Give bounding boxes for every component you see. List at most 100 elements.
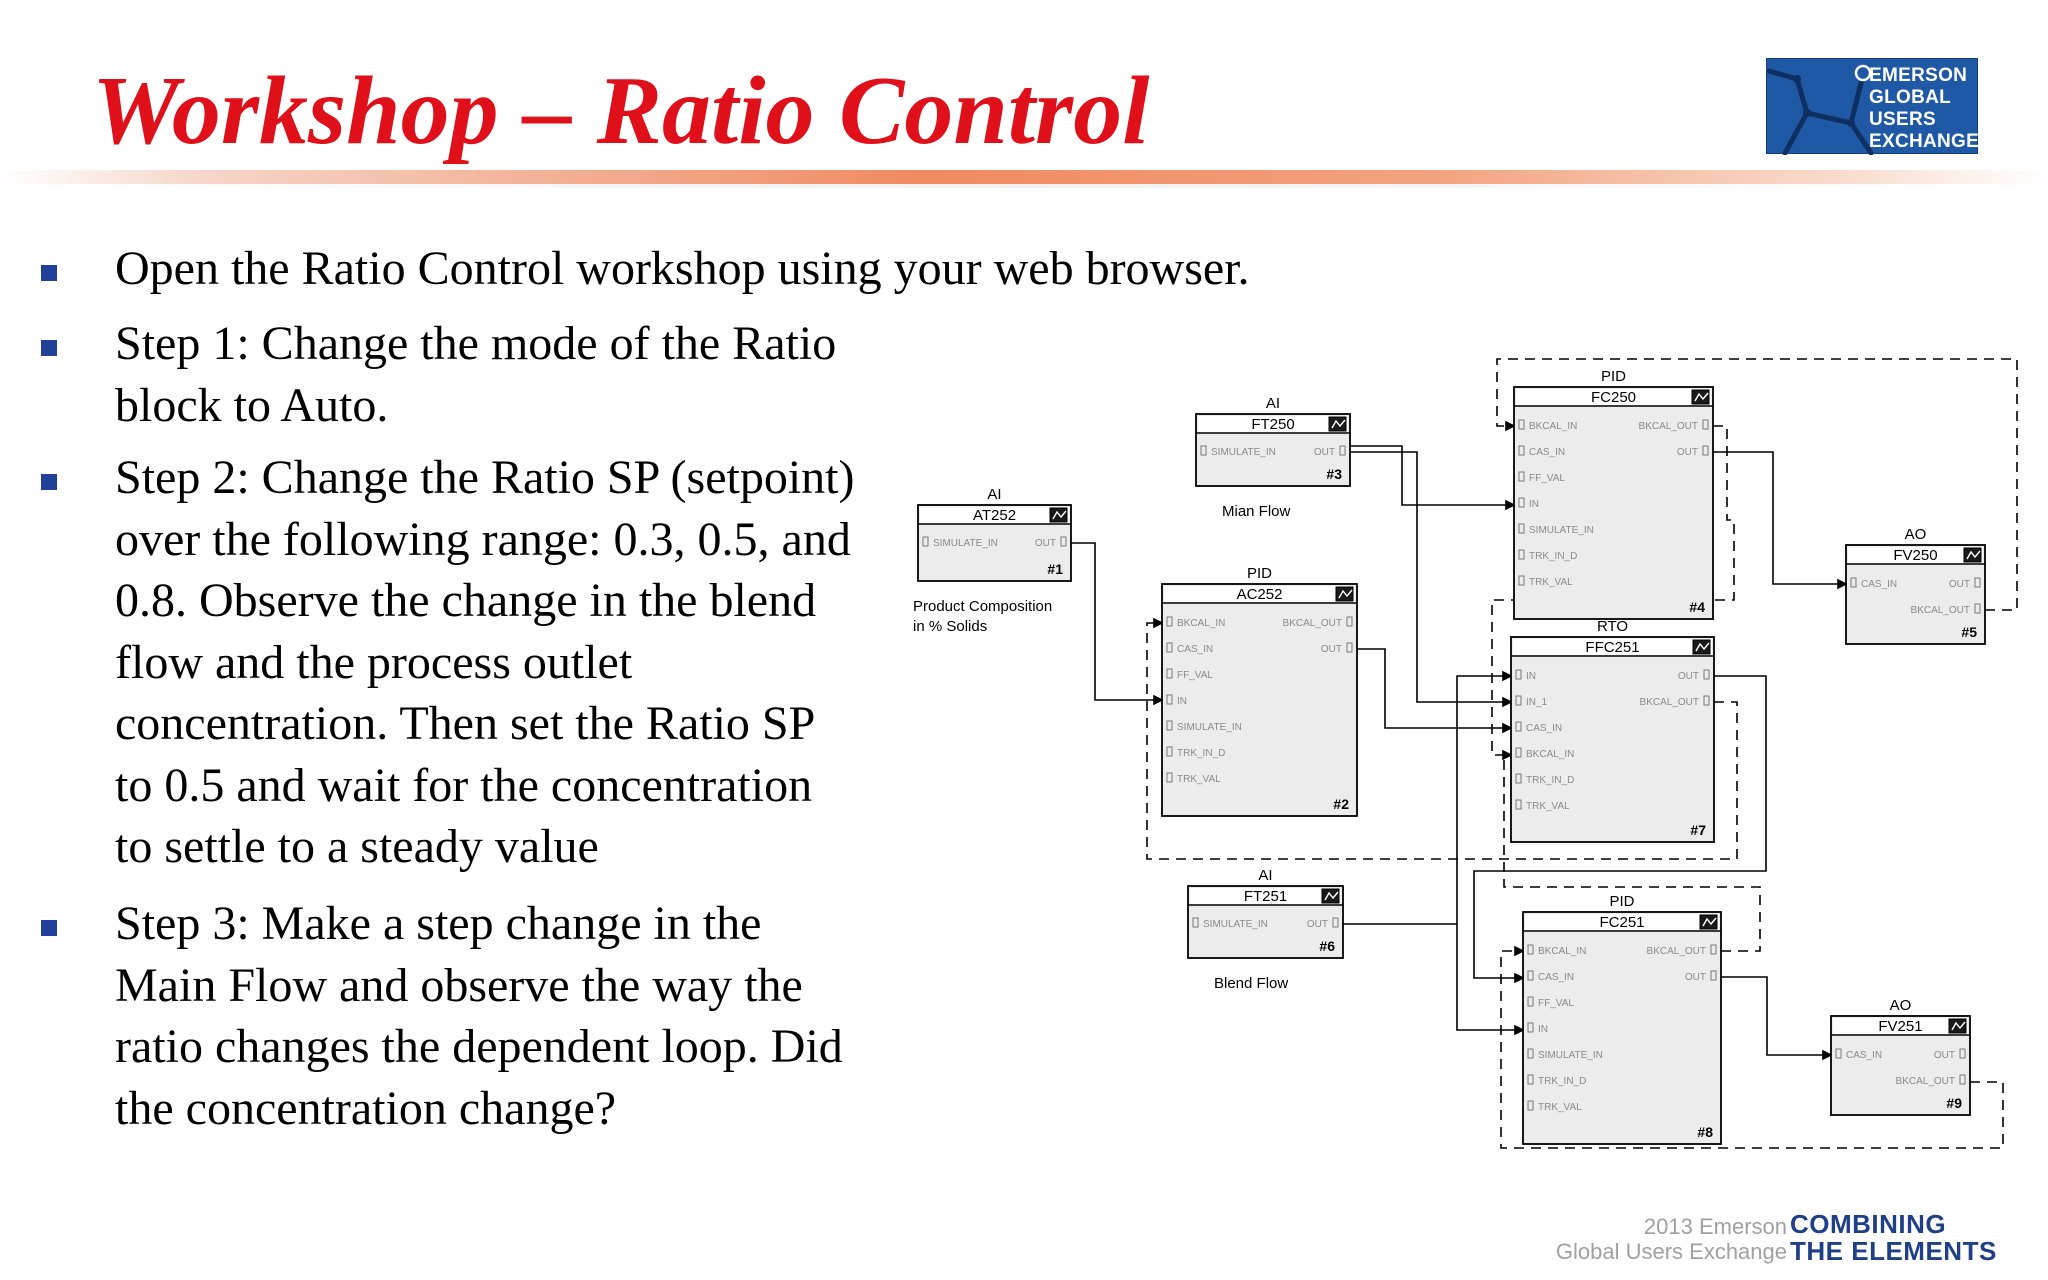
pin-trk-val[interactable]: TRK_VAL xyxy=(1526,801,1570,812)
pin-marker xyxy=(1192,917,1199,928)
feedback-wire xyxy=(1500,950,2004,1149)
pin-trk-in-d[interactable]: TRK_IN_D xyxy=(1538,1076,1586,1087)
pin-simulate-in[interactable]: SIMULATE_IN xyxy=(1177,722,1242,733)
pin-bkcal-out[interactable]: BKCAL_OUT xyxy=(1896,1076,1955,1087)
pin-trk-val[interactable]: TRK_VAL xyxy=(1538,1102,1582,1113)
pin-marker xyxy=(1166,772,1173,783)
pin-bkcal-in[interactable]: BKCAL_IN xyxy=(1177,618,1225,629)
block-number: #3 xyxy=(1326,466,1342,482)
pin-marker xyxy=(1518,419,1525,430)
pin-bkcal-out[interactable]: BKCAL_OUT xyxy=(1640,697,1699,708)
block-body xyxy=(1513,386,1714,620)
pin-simulate-in[interactable]: SIMULATE_IN xyxy=(1203,919,1268,930)
pin-out[interactable]: OUT xyxy=(1314,447,1335,458)
pin-out[interactable]: OUT xyxy=(1321,644,1342,655)
block-fc251[interactable]: PIDFC251BKCAL_INCAS_INFF_VALINSIMULATE_I… xyxy=(1522,893,1722,1145)
wire xyxy=(1071,542,1162,701)
pin-simulate-in[interactable]: SIMULATE_IN xyxy=(1538,1050,1603,1061)
block-name: FV251 xyxy=(1878,1018,1922,1035)
pin-bkcal-out[interactable]: BKCAL_OUT xyxy=(1911,605,1970,616)
block-type-label: AI xyxy=(987,486,1001,503)
pin-out[interactable]: OUT xyxy=(1307,919,1328,930)
bullet-line: over the following range: 0.3, 0.5, and xyxy=(115,512,851,566)
logo-line: EXCHANGE xyxy=(1869,131,1980,152)
pin-out[interactable]: OUT xyxy=(1677,447,1698,458)
block-ffc251[interactable]: RTOFFC251ININ_1CAS_INBKCAL_INTRK_IN_DTRK… xyxy=(1510,618,1715,843)
feedback-wire xyxy=(1491,425,1735,756)
block-type-label: RTO xyxy=(1597,618,1628,635)
pin-ff-val[interactable]: FF_VAL xyxy=(1177,670,1213,681)
block-fc250[interactable]: PIDFC250BKCAL_INCAS_INFF_VALINSIMULATE_I… xyxy=(1513,368,1714,620)
pin-trk-in-d[interactable]: TRK_IN_D xyxy=(1526,775,1574,786)
wire xyxy=(1357,648,1511,729)
pin-simulate-in[interactable]: SIMULATE_IN xyxy=(933,538,998,549)
pin-simulate-in[interactable]: SIMULATE_IN xyxy=(1211,447,1276,458)
arrowhead xyxy=(1514,1024,1525,1036)
pin-cas-in[interactable]: CAS_IN xyxy=(1177,644,1213,655)
pin-ff-val[interactable]: FF_VAL xyxy=(1529,473,1565,484)
pin-bkcal-in[interactable]: BKCAL_IN xyxy=(1538,946,1586,957)
block-caption: Product Composition xyxy=(913,598,1052,615)
pin-bkcal-in[interactable]: BKCAL_IN xyxy=(1529,421,1577,432)
block-ac252[interactable]: PIDAC252BKCAL_INCAS_INFF_VALINSIMULATE_I… xyxy=(1161,565,1358,817)
bullet-marker xyxy=(41,340,57,356)
pin-simulate-in[interactable]: SIMULATE_IN xyxy=(1529,525,1594,536)
feedback-wire xyxy=(1496,358,2018,611)
pin-bkcal-out[interactable]: BKCAL_OUT xyxy=(1283,618,1342,629)
block-type-label: AI xyxy=(1258,867,1272,884)
pin-marker xyxy=(1060,536,1067,547)
pin-in[interactable]: IN xyxy=(1177,696,1187,707)
wires xyxy=(1071,445,1846,1056)
pin-marker xyxy=(1166,694,1173,705)
block-number: #4 xyxy=(1689,599,1705,615)
pin-cas-in[interactable]: CAS_IN xyxy=(1861,579,1897,590)
ratio-icon xyxy=(1692,639,1711,655)
bullet-line: 0.8. Observe the change in the blend xyxy=(115,574,817,627)
pid-icon xyxy=(1691,389,1710,405)
pin-trk-in-d[interactable]: TRK_IN_D xyxy=(1177,748,1225,759)
pid-icon xyxy=(1335,586,1354,602)
pin-bkcal-out[interactable]: BKCAL_OUT xyxy=(1639,421,1698,432)
pin-in[interactable]: IN xyxy=(1538,1024,1548,1035)
pin-marker xyxy=(1515,799,1522,810)
pin-out[interactable]: OUT xyxy=(1934,1050,1955,1061)
pin-bkcal-out[interactable]: BKCAL_OUT xyxy=(1647,946,1706,957)
logo-text: EMERSON GLOBAL USERS EXCHANGE xyxy=(1869,65,1979,153)
pin-in[interactable]: IN xyxy=(1529,499,1539,510)
pin-ff-val[interactable]: FF_VAL xyxy=(1538,998,1574,1009)
pin-out[interactable]: OUT xyxy=(1035,538,1056,549)
pin-in[interactable]: IN xyxy=(1526,671,1536,682)
arrowhead xyxy=(1837,578,1848,590)
pin-out[interactable]: OUT xyxy=(1678,671,1699,682)
ai-icon xyxy=(1321,888,1340,904)
pin-marker xyxy=(1527,970,1534,981)
arrowhead xyxy=(1502,696,1513,708)
pin-trk-val[interactable]: TRK_VAL xyxy=(1177,774,1221,785)
ai-icon xyxy=(1328,416,1347,432)
block-header xyxy=(920,507,1069,523)
pin-cas-in[interactable]: CAS_IN xyxy=(1526,723,1562,734)
feedback-wires xyxy=(1146,358,2018,1149)
wire xyxy=(1350,451,1511,703)
pin-cas-in[interactable]: CAS_IN xyxy=(1846,1050,1882,1061)
pin-marker xyxy=(1702,419,1709,430)
bullet-line: the concentration change? xyxy=(115,1081,617,1135)
block-body xyxy=(1161,583,1358,817)
bullet-line: Step 2: Change the Ratio SP (setpoint) xyxy=(115,451,855,504)
title-divider xyxy=(0,170,2048,188)
pin-trk-in-d[interactable]: TRK_IN_D xyxy=(1529,551,1577,562)
pin-trk-val[interactable]: TRK_VAL xyxy=(1529,577,1573,588)
pin-out[interactable]: OUT xyxy=(1949,579,1970,590)
pin-in-1[interactable]: IN_1 xyxy=(1526,697,1548,708)
block-number: #8 xyxy=(1697,1124,1713,1140)
pin-bkcal-in[interactable]: BKCAL_IN xyxy=(1526,749,1574,760)
pin-cas-in[interactable]: CAS_IN xyxy=(1529,447,1565,458)
bullet-line: Main Flow and observe the way the xyxy=(115,958,803,1012)
pin-out[interactable]: OUT xyxy=(1685,972,1706,983)
pin-cas-in[interactable]: CAS_IN xyxy=(1538,972,1574,983)
